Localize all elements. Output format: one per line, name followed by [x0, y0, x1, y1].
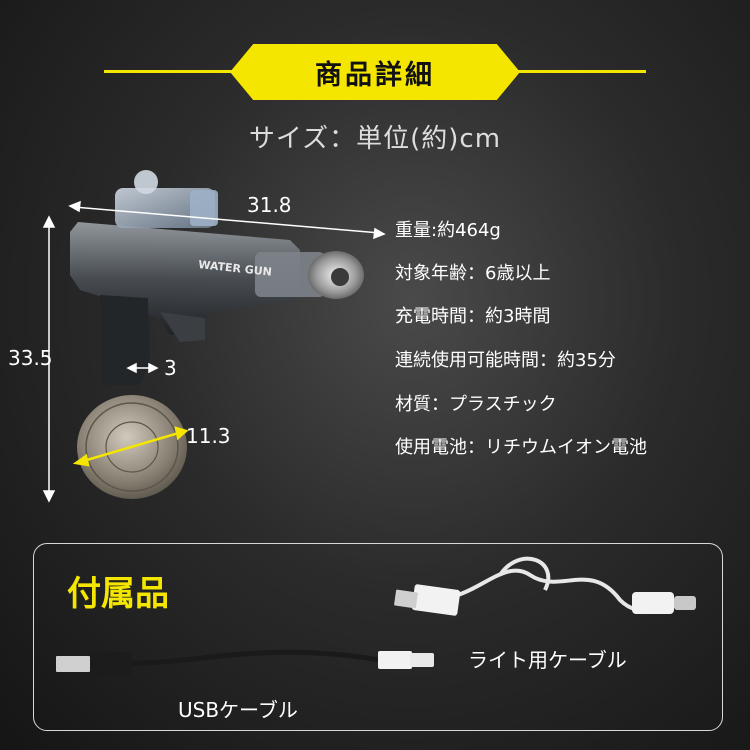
magazine-label: 11.3 — [186, 424, 231, 448]
accessories-box — [33, 543, 723, 731]
length-label: 31.8 — [247, 193, 292, 217]
page-title: 商品詳細 — [315, 59, 435, 91]
spec-weight: 重量:約464g — [395, 220, 501, 241]
title-line-right — [506, 70, 646, 73]
spec-battery: 使用電池：リチウムイオン電池 — [395, 437, 647, 458]
spec-charge-time: 充電時間：約3時間 — [395, 306, 551, 327]
title-line-left — [104, 70, 244, 73]
accessories-title: 付属品 — [67, 574, 169, 614]
spec-age: 対象年齢：6歳以上 — [395, 263, 551, 284]
height-label: 33.5 — [8, 346, 53, 370]
light-cable-label: ライト用ケーブル — [468, 648, 627, 672]
spec-material: 材質：プラスチック — [395, 394, 557, 415]
spec-usage-time: 連続使用可能時間：約35分 — [395, 350, 616, 371]
title-badge: 商品詳細 — [230, 44, 520, 100]
thickness-label: 3 — [164, 356, 177, 380]
size-subtitle: サイズ：単位(約)cm — [248, 124, 502, 154]
usb-cable-label: USBケーブル — [178, 698, 298, 722]
